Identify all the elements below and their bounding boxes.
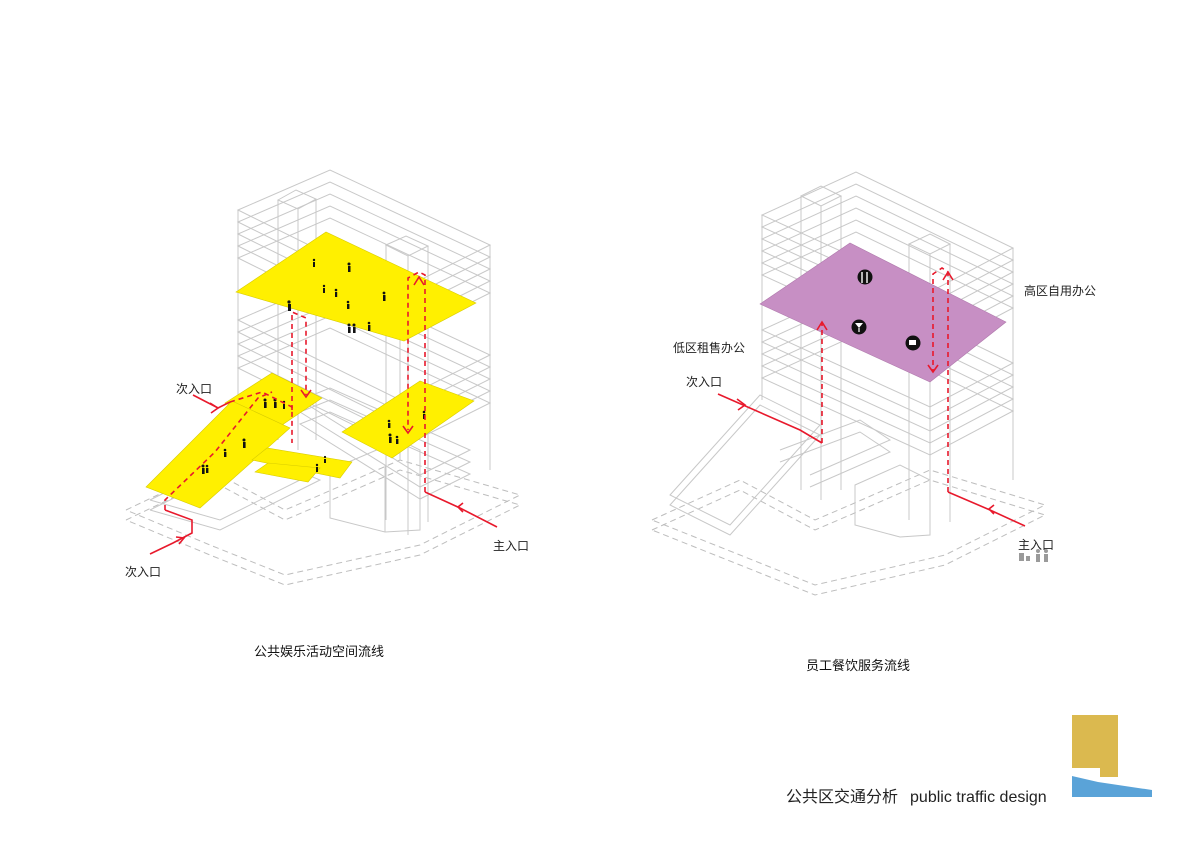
left-secondary-entrance-top-label: 次入口 [176, 382, 213, 396]
left-mid-right-plate [341, 380, 475, 459]
right-purple-plate [759, 242, 1007, 383]
person-icon [346, 300, 350, 309]
arrow-icon [927, 364, 939, 374]
left-diagram-caption: 公共娱乐活动空间流线 [254, 645, 385, 660]
arrow-icon [175, 536, 186, 545]
person-icon [367, 321, 371, 331]
footer-title-en: public traffic design [910, 789, 1047, 806]
person-icon [388, 433, 392, 443]
left-podium [329, 439, 421, 533]
right-route-main [947, 491, 1026, 527]
person-icon [347, 262, 351, 272]
person-icon [322, 284, 326, 293]
left-main-entrance-label: 主入口 [493, 539, 530, 553]
left-yellow-plates [145, 231, 477, 509]
person-icon [347, 323, 351, 333]
right-ramp [669, 394, 931, 538]
left-building [125, 169, 522, 586]
person-icon [312, 258, 316, 267]
right-main-entrance-label: 主入口 [1018, 538, 1055, 552]
right-diagram-caption: 员工餐饮服务流线 [806, 659, 911, 674]
coffee-icon [905, 335, 921, 351]
right-base-outline [651, 469, 1047, 596]
right-low-zone-label: 低区租售办公 [673, 341, 746, 355]
left-upper-plate [235, 231, 477, 342]
left-route-secondary-bottom-dash [164, 391, 273, 510]
arrow-icon [209, 402, 220, 414]
left-small-plate-b [254, 462, 321, 483]
arrow-icon [942, 270, 954, 281]
arrow-icon [413, 275, 425, 286]
footer-title: 公共区交通分析 public traffic design [786, 783, 1047, 807]
person-icon [334, 288, 338, 297]
person-icon [287, 300, 291, 311]
footer-title-cn: 公共区交通分析 [786, 787, 899, 806]
right-high-zone-label: 高区自用办公 [1024, 284, 1097, 298]
left-route-secondary-top-dash [229, 391, 293, 443]
left-route-main-dash [407, 271, 426, 492]
person-icon [352, 323, 356, 333]
left-route-vertical-a [291, 310, 307, 410]
cocktail-icon [851, 319, 867, 335]
person-icon [263, 398, 267, 408]
arrow-icon [402, 425, 414, 435]
right-route-secondary [717, 393, 823, 444]
arrow-icon [987, 504, 995, 515]
logo-mark [1072, 715, 1152, 797]
left-secondary-entrance-bottom-label: 次入口 [125, 565, 162, 579]
arrow-icon [816, 320, 828, 331]
right-route-main-dash [932, 267, 949, 492]
person-icon [223, 448, 227, 457]
person-icon [242, 438, 246, 448]
person-icon [382, 291, 386, 301]
person-icon [315, 463, 319, 472]
person-icon [387, 419, 391, 428]
person-icon [205, 464, 209, 473]
left-ramp-plate [145, 400, 291, 509]
arrow-icon [456, 502, 464, 513]
left-routes [149, 271, 498, 555]
arrow-icon [300, 389, 312, 399]
left-route-secondary-bottom [149, 509, 193, 555]
left-people [201, 258, 426, 474]
arrow-icon [736, 398, 747, 411]
person-icon [201, 464, 205, 474]
left-base-outline [125, 459, 522, 586]
people-group-icon [1019, 549, 1048, 562]
person-icon [323, 455, 327, 463]
person-icon [395, 435, 399, 444]
right-secondary-entrance-label: 次入口 [686, 375, 723, 389]
cutlery-icon [857, 269, 873, 285]
right-routes [717, 267, 1026, 527]
